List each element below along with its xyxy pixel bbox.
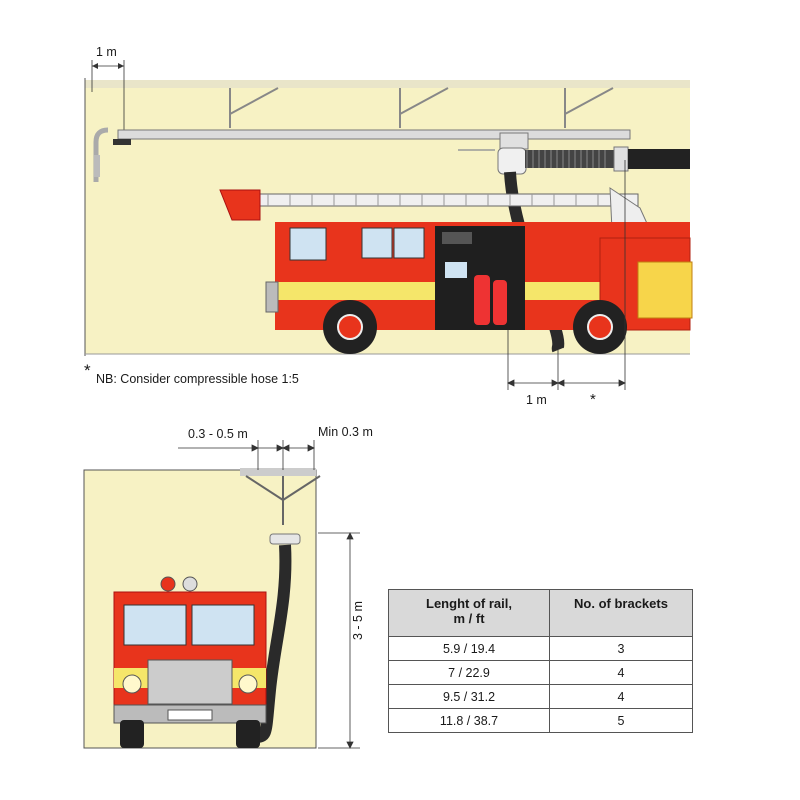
note-text: NB: Consider compressible hose 1:5 bbox=[96, 372, 299, 386]
cell-rail-length: 7 / 22.9 bbox=[388, 660, 550, 685]
note-star: * bbox=[84, 361, 91, 380]
rail-stopper bbox=[113, 139, 131, 145]
table-header-row: Lenght of rail, m / ft No. of brackets bbox=[388, 589, 693, 637]
dim-label-top-left: 1 m bbox=[96, 45, 117, 59]
fire-truck-side bbox=[219, 187, 693, 354]
dim-label-offset: 0.3 - 0.5 m bbox=[188, 427, 248, 441]
rail bbox=[117, 129, 631, 140]
dim-line-bottom bbox=[507, 160, 626, 390]
cell-brackets: 4 bbox=[549, 660, 693, 685]
hose-front bbox=[250, 544, 292, 744]
ceiling-bracket-front bbox=[245, 475, 321, 525]
dim-lines-front bbox=[178, 440, 360, 749]
fire-truck-front bbox=[113, 576, 267, 748]
ceiling-front bbox=[240, 468, 316, 476]
table-row: 9.5 / 31.2 4 bbox=[388, 684, 693, 709]
table-row: 7 / 22.9 4 bbox=[388, 660, 693, 685]
cell-brackets: 3 bbox=[549, 636, 693, 661]
dim-label-height: 3 - 5 m bbox=[351, 601, 365, 640]
header-rail-length: Lenght of rail, m / ft bbox=[388, 589, 550, 637]
ceiling-brackets bbox=[229, 87, 614, 128]
rail-end-pipe bbox=[93, 127, 109, 182]
table-row: 11.8 / 38.7 5 bbox=[388, 708, 693, 733]
cell-rail-length: 5.9 / 19.4 bbox=[388, 636, 550, 661]
hose-trolley bbox=[497, 132, 690, 175]
dim-line-top-left bbox=[91, 60, 125, 130]
cell-rail-length: 11.8 / 38.7 bbox=[388, 708, 550, 733]
dim-label-min: Min 0.3 m bbox=[318, 425, 373, 439]
cell-brackets: 4 bbox=[549, 684, 693, 709]
ceiling bbox=[85, 80, 690, 88]
wall-pipe-stub bbox=[94, 155, 100, 177]
rail-spec-table: Lenght of rail, m / ft No. of brackets 5… bbox=[388, 589, 693, 733]
dim-label-bottom: 1 m bbox=[526, 393, 547, 407]
dim-marker-star: * bbox=[590, 391, 596, 408]
table-row: 5.9 / 19.4 3 bbox=[388, 636, 693, 661]
trolley-front bbox=[269, 533, 301, 545]
cell-rail-length: 9.5 / 31.2 bbox=[388, 684, 550, 709]
cell-brackets: 5 bbox=[549, 708, 693, 733]
header-brackets: No. of brackets bbox=[549, 589, 693, 637]
